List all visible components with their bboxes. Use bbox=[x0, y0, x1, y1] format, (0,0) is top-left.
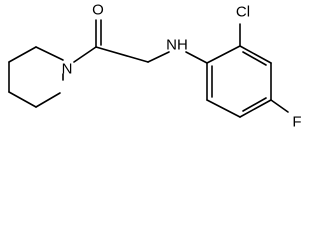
piperidine-ring bbox=[8, 46, 64, 108]
fluorine-label: F bbox=[292, 114, 301, 131]
piperidine-nitrogen-label: N bbox=[62, 61, 73, 78]
chlorine-label: Cl bbox=[236, 4, 250, 21]
bond bbox=[206, 45, 241, 64]
aromatic-inner-bond bbox=[242, 97, 267, 112]
bond bbox=[185, 51, 208, 64]
bond bbox=[8, 91, 37, 108]
bond bbox=[206, 99, 241, 118]
bond bbox=[239, 45, 272, 64]
amine-label: NH bbox=[166, 37, 188, 54]
bond bbox=[270, 99, 289, 113]
bond bbox=[8, 46, 37, 63]
bond bbox=[147, 51, 170, 63]
aromatic-inner-bond bbox=[242, 51, 267, 66]
structure-diagram: O NH N Cl F bbox=[8, 2, 302, 131]
bond bbox=[35, 92, 61, 108]
bond bbox=[73, 46, 97, 63]
bond bbox=[239, 99, 272, 118]
benzene-ring bbox=[206, 45, 272, 118]
oxygen-label: O bbox=[92, 2, 104, 19]
bond bbox=[35, 46, 64, 61]
bond bbox=[95, 46, 149, 63]
